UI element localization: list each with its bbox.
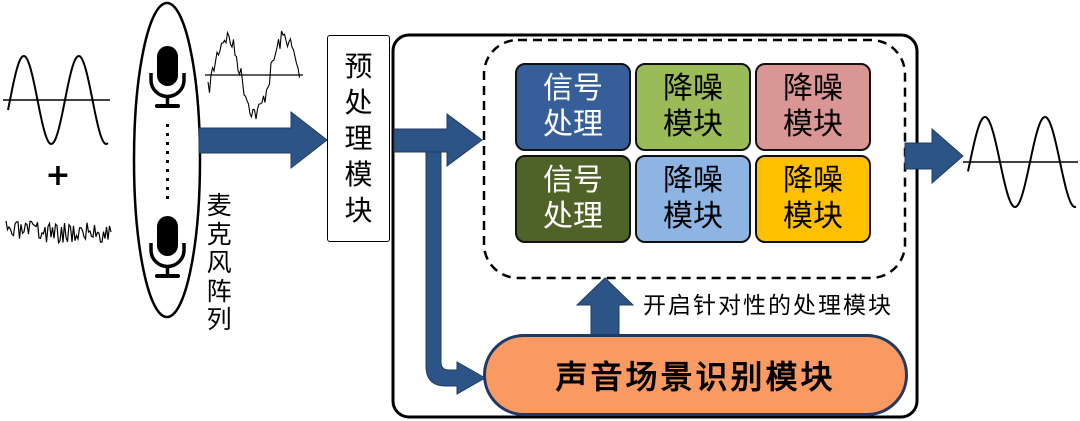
- noise-signal-wave: [5, 220, 112, 245]
- module-label: 信号处理: [543, 71, 603, 142]
- enable-modules-caption: 开启针对性的处理模块: [643, 293, 893, 319]
- module-label: 降噪模块: [663, 71, 723, 142]
- mic-array-label: 麦克风阵列: [206, 191, 232, 334]
- clean-signal-wave: [7, 54, 109, 146]
- output-signal-wave: [967, 115, 1077, 209]
- microphone-icon: [149, 216, 186, 278]
- module-signal-processing-1: 信号处理: [515, 63, 631, 151]
- arrow-right-icon: [198, 110, 328, 170]
- module-label: 降噪模块: [783, 71, 843, 142]
- module-label: 降噪模块: [783, 163, 843, 234]
- module-noise-reduction-3: 降噪模块: [635, 155, 751, 243]
- module-label: 降噪模块: [663, 163, 723, 234]
- arrow-up-icon: [575, 277, 635, 337]
- arrow-right-icon: [393, 113, 483, 167]
- module-noise-reduction-2: 降噪模块: [755, 63, 871, 151]
- preprocess-module-box: 预处理模块: [327, 35, 390, 242]
- arrow-right-icon: [904, 127, 964, 185]
- plus-sign: +: [45, 158, 71, 193]
- module-signal-processing-2: 信号处理: [515, 155, 631, 243]
- preprocess-module-label: 预处理模块: [344, 49, 373, 227]
- noisy-signal-wave: [207, 30, 301, 120]
- scene-recognition-module: 声音场景识别模块: [483, 334, 908, 416]
- module-noise-reduction-1: 降噪模块: [635, 63, 751, 151]
- branch-arrow-icon: [425, 144, 487, 395]
- module-label: 信号处理: [543, 163, 603, 234]
- module-noise-reduction-4: 降噪模块: [755, 155, 871, 243]
- microphone-icon: [149, 46, 186, 108]
- scene-recognition-label: 声音场景识别模块: [555, 358, 836, 396]
